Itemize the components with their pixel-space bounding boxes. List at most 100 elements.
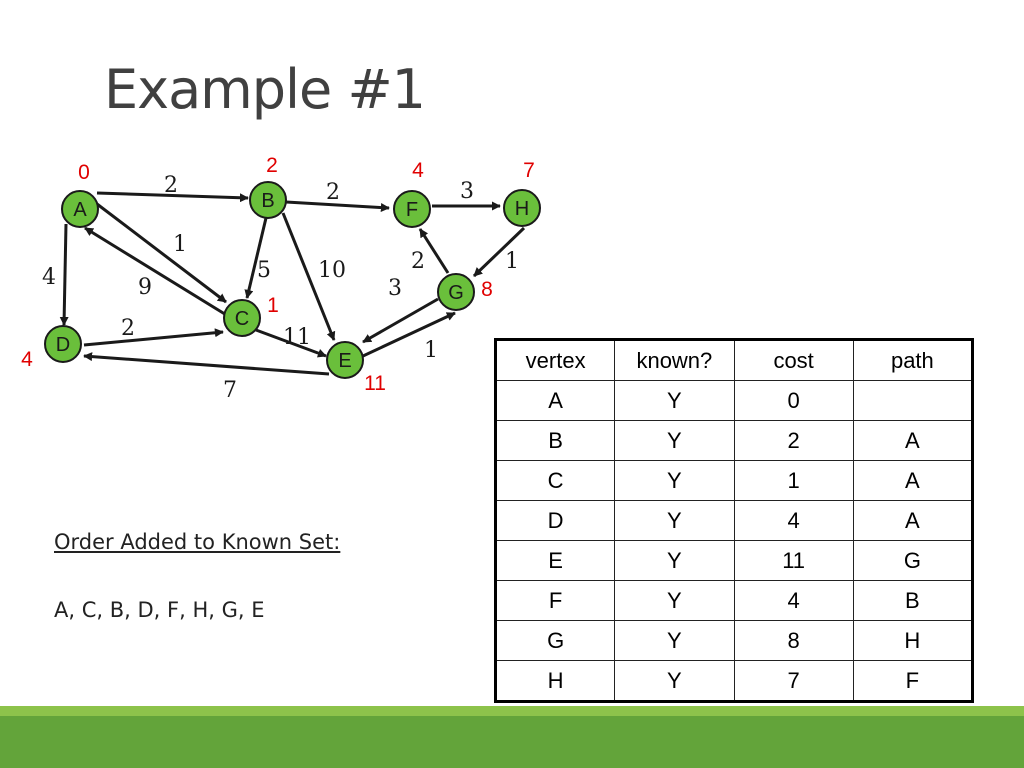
edge-E-G (362, 311, 456, 358)
table-row: F Y 4 B (494, 580, 974, 621)
dist-label-B: 2 (266, 154, 278, 177)
node-F: F (393, 190, 431, 228)
edge-C-E (255, 328, 327, 358)
edge-B-F (285, 200, 390, 213)
order-label: Order Added to Known Set: (54, 530, 341, 554)
cell-known: Y (614, 380, 735, 421)
cell-path: A (852, 460, 974, 501)
node-D: D (44, 325, 82, 363)
dist-label-F: 4 (412, 159, 424, 182)
cell-path: G (852, 540, 974, 581)
cell-cost: 1 (733, 460, 854, 501)
table-header-row: vertex known? cost path (494, 339, 974, 381)
cell-vertex: H (494, 660, 616, 702)
cell-cost: 8 (733, 620, 854, 661)
cell-known: Y (614, 580, 735, 621)
edge-B-E (281, 212, 336, 341)
cell-vertex: D (494, 500, 616, 541)
cell-cost: 7 (733, 660, 854, 702)
table-row: D Y 4 A (494, 500, 974, 541)
edge-weight-C-E: 11 (283, 325, 311, 350)
header-cost: cost (733, 339, 854, 381)
table-row: E Y 11 G (494, 540, 974, 581)
cell-vertex: F (494, 580, 616, 621)
table-row: A Y 0 (494, 380, 974, 421)
cell-known: Y (614, 500, 735, 541)
cell-cost: 11 (733, 540, 854, 581)
edge-weight-E-D: 7 (223, 378, 237, 403)
cell-path: A (852, 420, 974, 461)
table-row: H Y 7 F (494, 660, 974, 702)
edge-A-C (96, 202, 227, 304)
vertex-table: vertex known? cost path A Y 0 B Y 2 A C … (494, 338, 974, 703)
cell-path: F (852, 660, 974, 702)
edge-weight-B-E: 10 (318, 258, 346, 283)
cell-known: Y (614, 660, 735, 702)
order-sequence: A, C, B, D, F, H, G, E (54, 598, 265, 622)
cell-known: Y (614, 460, 735, 501)
dist-label-H: 7 (523, 159, 535, 182)
cell-path (852, 380, 974, 421)
node-B: B (249, 181, 287, 219)
dist-label-A: 0 (78, 161, 90, 184)
edge-weight-A-B: 2 (164, 173, 178, 198)
cell-path: H (852, 620, 974, 661)
cell-vertex: A (494, 380, 616, 421)
edge-A-D (59, 223, 69, 326)
node-label-B: B (261, 190, 274, 212)
cell-vertex: C (494, 460, 616, 501)
node-G: G (437, 273, 475, 311)
edge-weight-H-G: 1 (505, 249, 519, 274)
edge-D-C (83, 328, 224, 347)
cell-known: Y (614, 540, 735, 581)
node-label-D: D (56, 334, 70, 356)
node-label-E: E (338, 350, 351, 372)
edge-weight-D-C: 2 (121, 316, 135, 341)
node-label-A: A (73, 199, 87, 221)
cell-known: Y (614, 620, 735, 661)
cell-cost: 0 (733, 380, 854, 421)
edge-weight-F-H: 3 (460, 179, 474, 204)
edge-weight-A-D: 4 (42, 265, 56, 290)
node-label-G: G (448, 282, 464, 304)
dist-label-D: 4 (21, 348, 33, 371)
table-row: B Y 2 A (494, 420, 974, 461)
cell-path: A (852, 500, 974, 541)
edge-E-D (83, 352, 330, 376)
footer-bar-light (0, 706, 1024, 716)
edge-weight-C-A: 9 (138, 275, 152, 300)
table-row: G Y 8 H (494, 620, 974, 661)
edge-weight-B-C: 5 (257, 258, 271, 283)
header-known: known? (614, 339, 735, 381)
edge-weight-G-F: 2 (411, 249, 425, 274)
edge-weight-A-C: 1 (173, 232, 187, 257)
cell-path: B (852, 580, 974, 621)
edge-G-E (362, 297, 439, 344)
table-row: C Y 1 A (494, 460, 974, 501)
footer-bar-dark (0, 716, 1024, 768)
node-E: E (326, 341, 364, 379)
cell-vertex: B (494, 420, 616, 461)
node-label-F: F (406, 199, 418, 221)
node-label-H: H (515, 198, 529, 220)
edge-weight-G-E: 3 (388, 276, 402, 301)
node-C: C (223, 299, 261, 337)
node-H: H (503, 189, 541, 227)
edge-B-C (244, 217, 268, 299)
header-vertex: vertex (494, 339, 616, 381)
cell-known: Y (614, 420, 735, 461)
dist-label-G: 8 (481, 278, 493, 301)
node-label-C: C (235, 308, 249, 330)
edge-G-F (418, 228, 450, 274)
header-path: path (852, 339, 974, 381)
edge-weight-B-F: 2 (326, 180, 340, 205)
cell-cost: 2 (733, 420, 854, 461)
edge-C-A (84, 226, 229, 318)
dist-label-C: 1 (267, 294, 279, 317)
cell-vertex: G (494, 620, 616, 661)
cell-cost: 4 (733, 580, 854, 621)
slide-title: Example #1 (104, 58, 426, 121)
cell-vertex: E (494, 540, 616, 581)
edge-A-B (96, 191, 249, 203)
graph-diagram: 2 1 9 4 5 10 2 2 11 7 1 3 2 3 1 A B C D (21, 154, 541, 403)
